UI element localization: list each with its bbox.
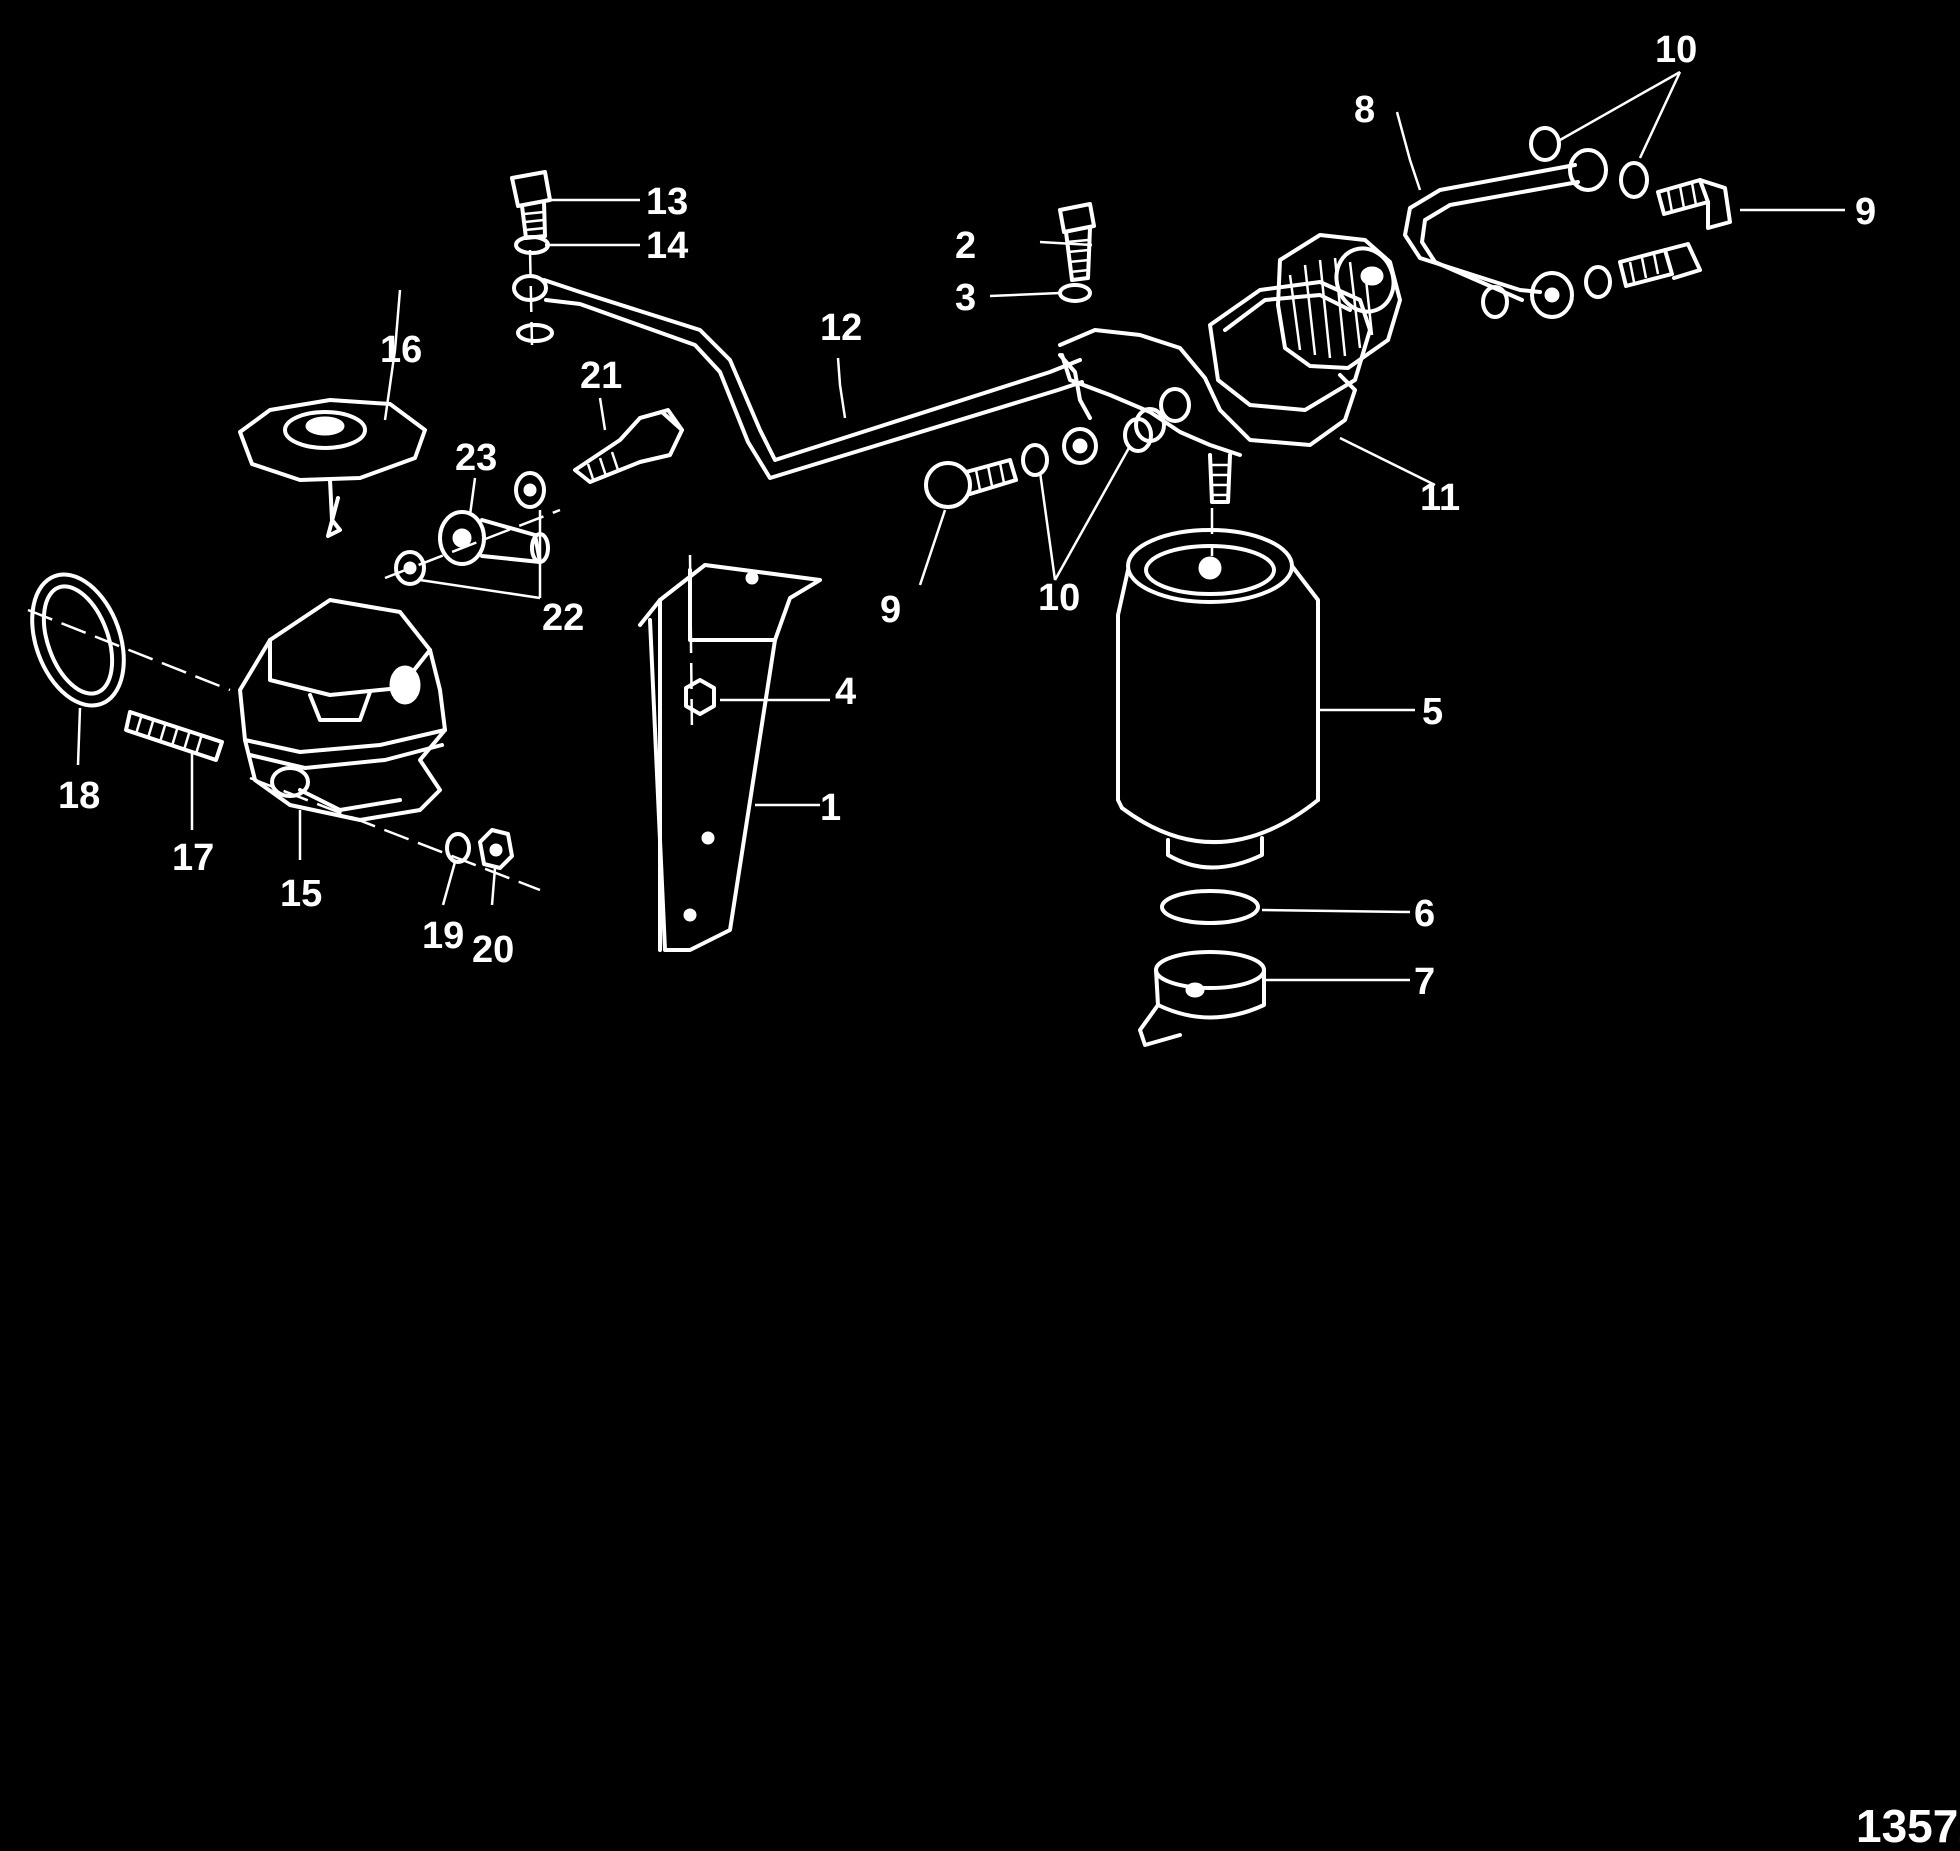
- figure-number: 13572: [1856, 1800, 1960, 1851]
- part-9-banjo-bolt-right: [1656, 178, 1732, 230]
- callout-4: 4: [835, 671, 856, 713]
- part-8-return-line: [1403, 148, 1608, 319]
- callout-2: 2: [955, 225, 976, 267]
- callout-labels: 13 14 16 12 21 23 22 2 3 11 8 10 9 10 9 …: [58, 29, 1960, 1851]
- part-12-lower-washer: [516, 323, 554, 343]
- part-4-nut: [684, 678, 716, 716]
- callout-22: 22: [542, 597, 584, 639]
- part-10-washer-center-b: [1123, 417, 1153, 453]
- part-6-o-ring: [1160, 889, 1260, 925]
- assembly-center-lines: [27, 249, 1214, 892]
- callout-14: 14: [646, 225, 688, 267]
- part-1-bracket: [638, 563, 822, 952]
- part-10-washer-right-d: [1584, 265, 1612, 299]
- callout-9-center: 9: [880, 589, 901, 631]
- part-10-washer-center-a: [1021, 443, 1049, 477]
- part-2-bolt: [1058, 202, 1096, 282]
- part-11-filter-head: [1058, 233, 1402, 504]
- callout-18: 18: [58, 775, 100, 817]
- part-10-washer-right-b: [1619, 161, 1649, 199]
- part-16-diaphragm-cover: [238, 398, 427, 538]
- callout-12: 12: [820, 307, 862, 349]
- part-7-drain-bowl: [1138, 950, 1266, 1047]
- part-5-filter-canister: [1116, 528, 1320, 870]
- part-9-banjo-bolt-center: [924, 458, 1018, 509]
- part-15-fuel-pump: [238, 598, 447, 822]
- callout-17: 17: [172, 837, 214, 879]
- callout-5: 5: [1422, 691, 1443, 733]
- callout-23: 23: [455, 437, 497, 479]
- callout-3: 3: [955, 277, 976, 319]
- part-10-washer-right-a: [1529, 126, 1561, 162]
- part-21-banjo-bolt: [573, 408, 684, 484]
- callout-21: 21: [580, 355, 622, 397]
- part-10-washer-right-c: [1481, 285, 1509, 319]
- callout-20: 20: [472, 929, 514, 971]
- callout-10-center: 10: [1038, 577, 1080, 619]
- part-12-banjo-end: [1062, 427, 1098, 465]
- callout-6: 6: [1414, 893, 1435, 935]
- part-19-washer: [445, 832, 471, 864]
- part-22-washer-a: [394, 550, 426, 586]
- callout-13: 13: [646, 181, 688, 223]
- part-23-banjo-fitting: [438, 510, 550, 566]
- part-3-washer: [1058, 283, 1092, 303]
- callout-16: 16: [380, 329, 422, 371]
- callout-10-top: 10: [1655, 29, 1697, 71]
- part-17-stud: [124, 710, 224, 762]
- part-22-washer-b: [514, 471, 546, 509]
- part-9-banjo-bolt-lower-right: [1618, 242, 1702, 288]
- part-13-bolt: [510, 170, 552, 240]
- callout-1: 1: [820, 787, 841, 829]
- part-14-washer: [514, 235, 550, 255]
- leader-lines: [76, 70, 1845, 982]
- callout-15: 15: [280, 873, 322, 915]
- callout-8: 8: [1354, 89, 1375, 131]
- callout-7: 7: [1414, 961, 1435, 1003]
- callout-19: 19: [422, 915, 464, 957]
- part-18-gasket: [30, 572, 126, 708]
- part-12-fuel-line: [512, 274, 1092, 480]
- part-20-nut: [478, 828, 514, 870]
- callout-9-right: 9: [1855, 191, 1876, 233]
- callout-11: 11: [1420, 477, 1460, 519]
